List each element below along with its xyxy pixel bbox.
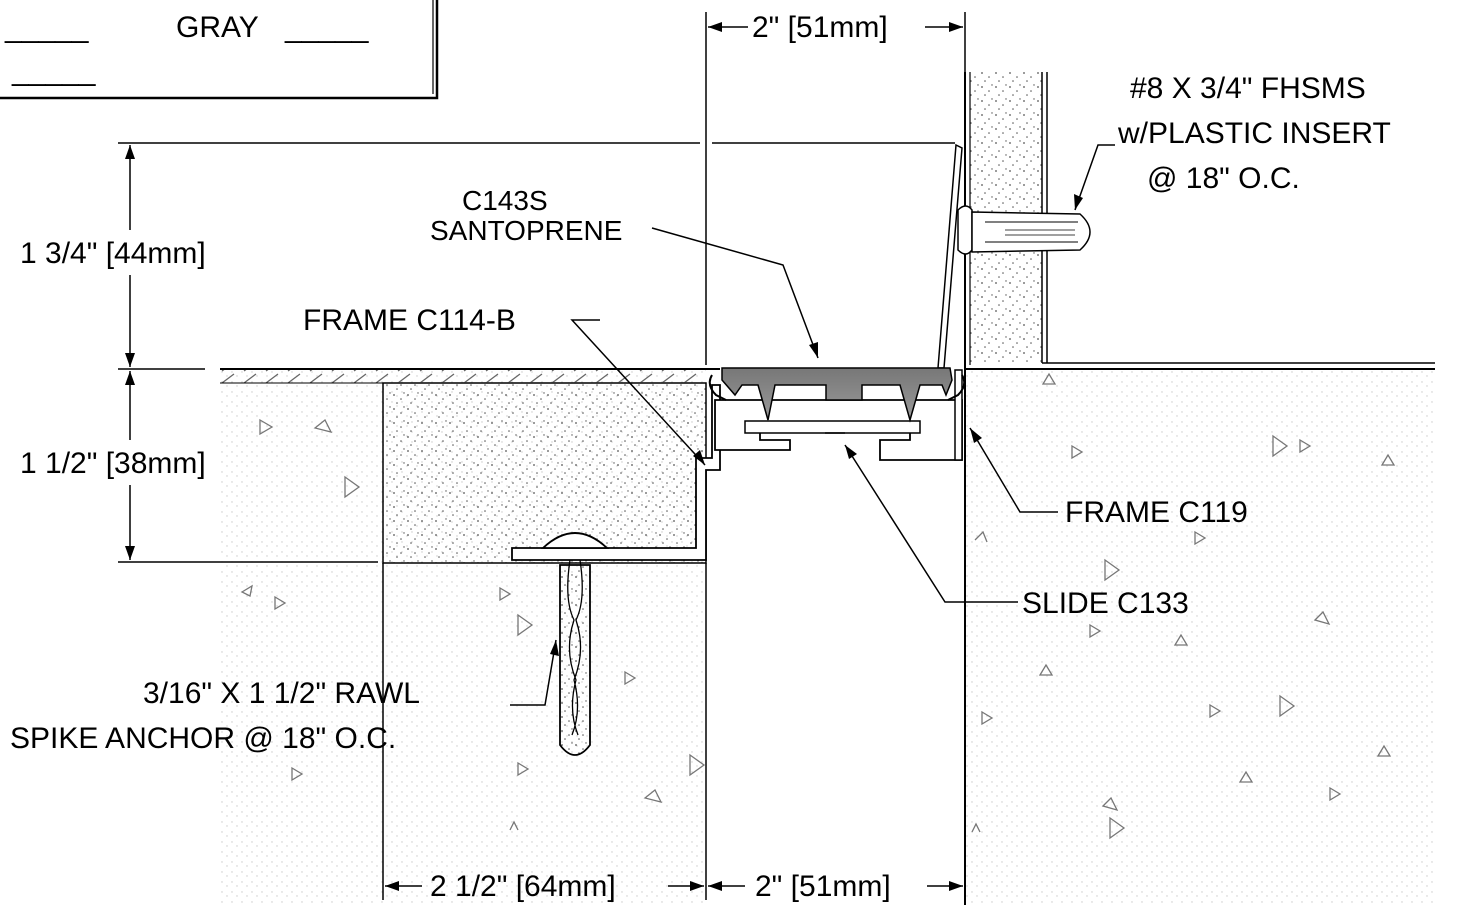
leader-lines: [510, 144, 1115, 706]
blank-right: _____: [284, 11, 370, 44]
anchor-label-1: 3/16" X 1 1/2" RAWL: [143, 677, 420, 710]
dim-height-lower: 1 1/2" [38mm]: [20, 447, 206, 480]
santoprene-seal-c143s: [721, 367, 953, 423]
frame-c119: [954, 369, 963, 461]
seal-label-2: SANTOPRENE: [430, 215, 622, 246]
dim-bottom-left: 2 1/2" [64mm]: [430, 870, 616, 903]
cover-plate: [937, 143, 963, 369]
spike-anchor: [540, 532, 610, 756]
fastener-screw: [957, 205, 1091, 255]
grout-fill: [382, 382, 707, 564]
fastener-label-2: w/PLASTIC INSERT: [1117, 117, 1391, 150]
fastener-label-1: #8 X 3/4" FHSMS: [1130, 72, 1366, 105]
blank-row2: _____: [11, 54, 97, 87]
floor-finish-layer: [220, 369, 706, 383]
anchor-label-2: SPIKE ANCHOR @ 18" O.C.: [10, 722, 396, 755]
leader-arrowheads: [550, 194, 1083, 656]
dim-bottom-right: 2" [51mm]: [755, 870, 891, 903]
slide-c133-label: SLIDE C133: [1022, 587, 1189, 620]
concrete-slab-right: [965, 370, 1435, 905]
frame-c114b-label: FRAME C114-B: [303, 304, 516, 337]
gray-label: GRAY: [176, 11, 259, 44]
frame-c119-label: FRAME C119: [1065, 496, 1248, 529]
color-selection-box: _____ GRAY _____ _____: [0, 0, 439, 100]
dimension-arrowheads: [125, 22, 963, 891]
dim-height-upper: 1 3/4" [44mm]: [20, 237, 206, 270]
seal-label-1: C143S: [462, 185, 548, 216]
blank-left: _____: [4, 11, 90, 44]
frame-c114-b: [511, 384, 721, 561]
fastener-label-3: @ 18" O.C.: [1147, 162, 1300, 195]
slide-c133: [714, 399, 963, 461]
dim-top-width: 2" [51mm]: [752, 11, 888, 44]
